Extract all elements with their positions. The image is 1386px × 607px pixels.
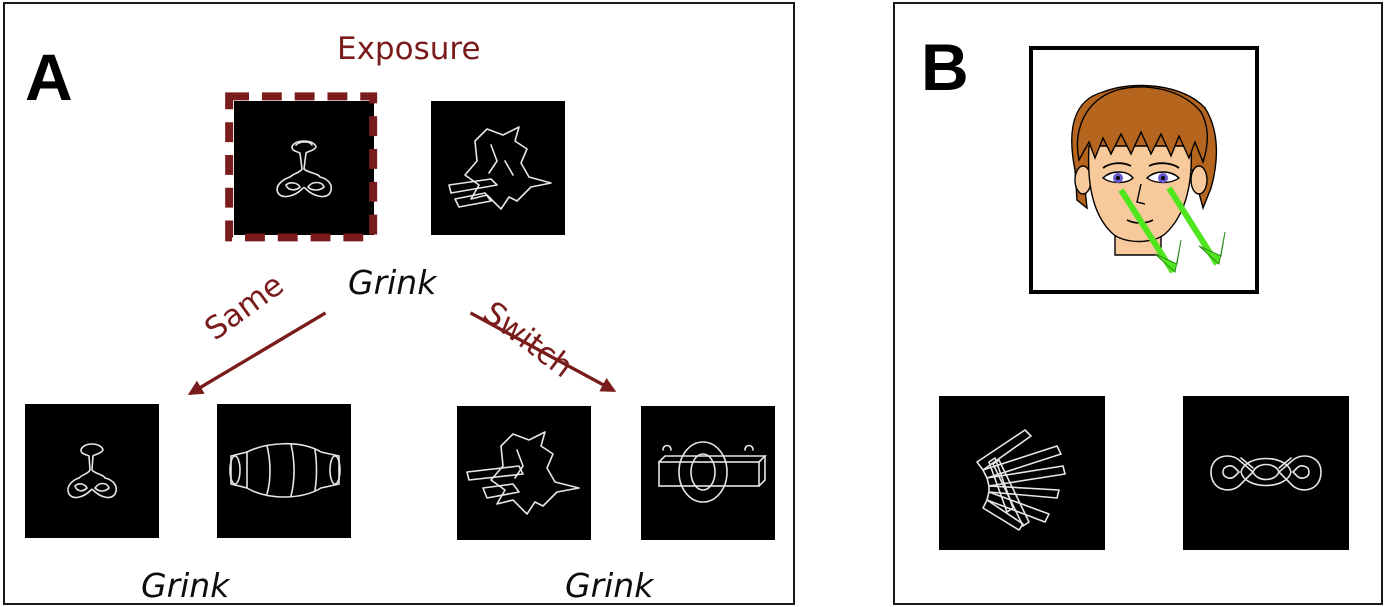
- exposure-word: Grink: [348, 263, 437, 302]
- speaker-frame: [1029, 46, 1259, 294]
- same-target-object: [25, 404, 159, 538]
- switch-target-object: [457, 406, 591, 540]
- panel-a: A Exposure Grink Same Switch: [3, 2, 795, 605]
- same-label: Same: [198, 266, 291, 348]
- speaker-face: [1071, 84, 1226, 274]
- exposure-distractor-object: [431, 101, 565, 235]
- panel-b-label: B: [921, 30, 969, 104]
- same-distractor-object: [217, 404, 351, 538]
- panel-a-label: A: [25, 40, 73, 114]
- left-object: [939, 396, 1105, 550]
- switch-distractor-object: [641, 406, 775, 540]
- right-object: [1183, 396, 1349, 550]
- exposure-target-object: [234, 101, 374, 235]
- same-word: Grink: [141, 566, 230, 605]
- exposure-label: Exposure: [337, 31, 481, 67]
- switch-word: Grink: [565, 566, 654, 605]
- panel-b: B: [893, 2, 1383, 605]
- switch-label: Switch: [476, 294, 580, 386]
